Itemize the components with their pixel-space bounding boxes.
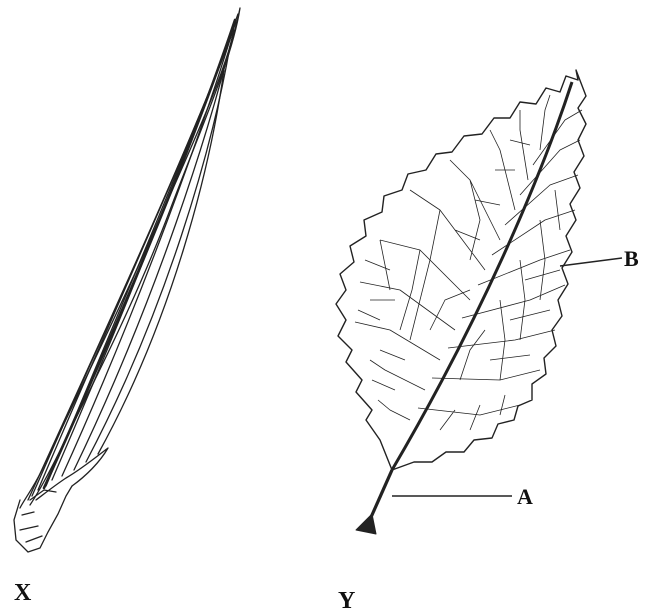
leaf-y-petiole-base	[356, 514, 376, 534]
leaf-x-vein	[32, 50, 226, 496]
leaf-x-outline	[20, 8, 240, 508]
leaf-x-label: X	[14, 580, 32, 606]
leaf-y-serrated-margin	[336, 70, 586, 470]
leaf-x-vein	[46, 22, 236, 486]
leaf-x-vein	[28, 70, 218, 500]
leaf-x	[14, 8, 240, 552]
callout-line-b	[560, 258, 622, 266]
callout-label-a: A	[517, 484, 533, 509]
callout-label-b: B	[624, 246, 639, 271]
leaf-x-vein	[38, 34, 232, 490]
leaf-x-vein	[86, 46, 230, 462]
leaf-y-net-veins	[355, 95, 582, 430]
leaf-x-sheath	[36, 448, 108, 500]
leaf-y-midrib	[392, 82, 572, 470]
leaf-y	[336, 70, 586, 534]
leaf-x-vein	[98, 70, 224, 454]
leaf-x-base	[14, 486, 72, 552]
leaf-y-label: Y	[338, 588, 355, 613]
